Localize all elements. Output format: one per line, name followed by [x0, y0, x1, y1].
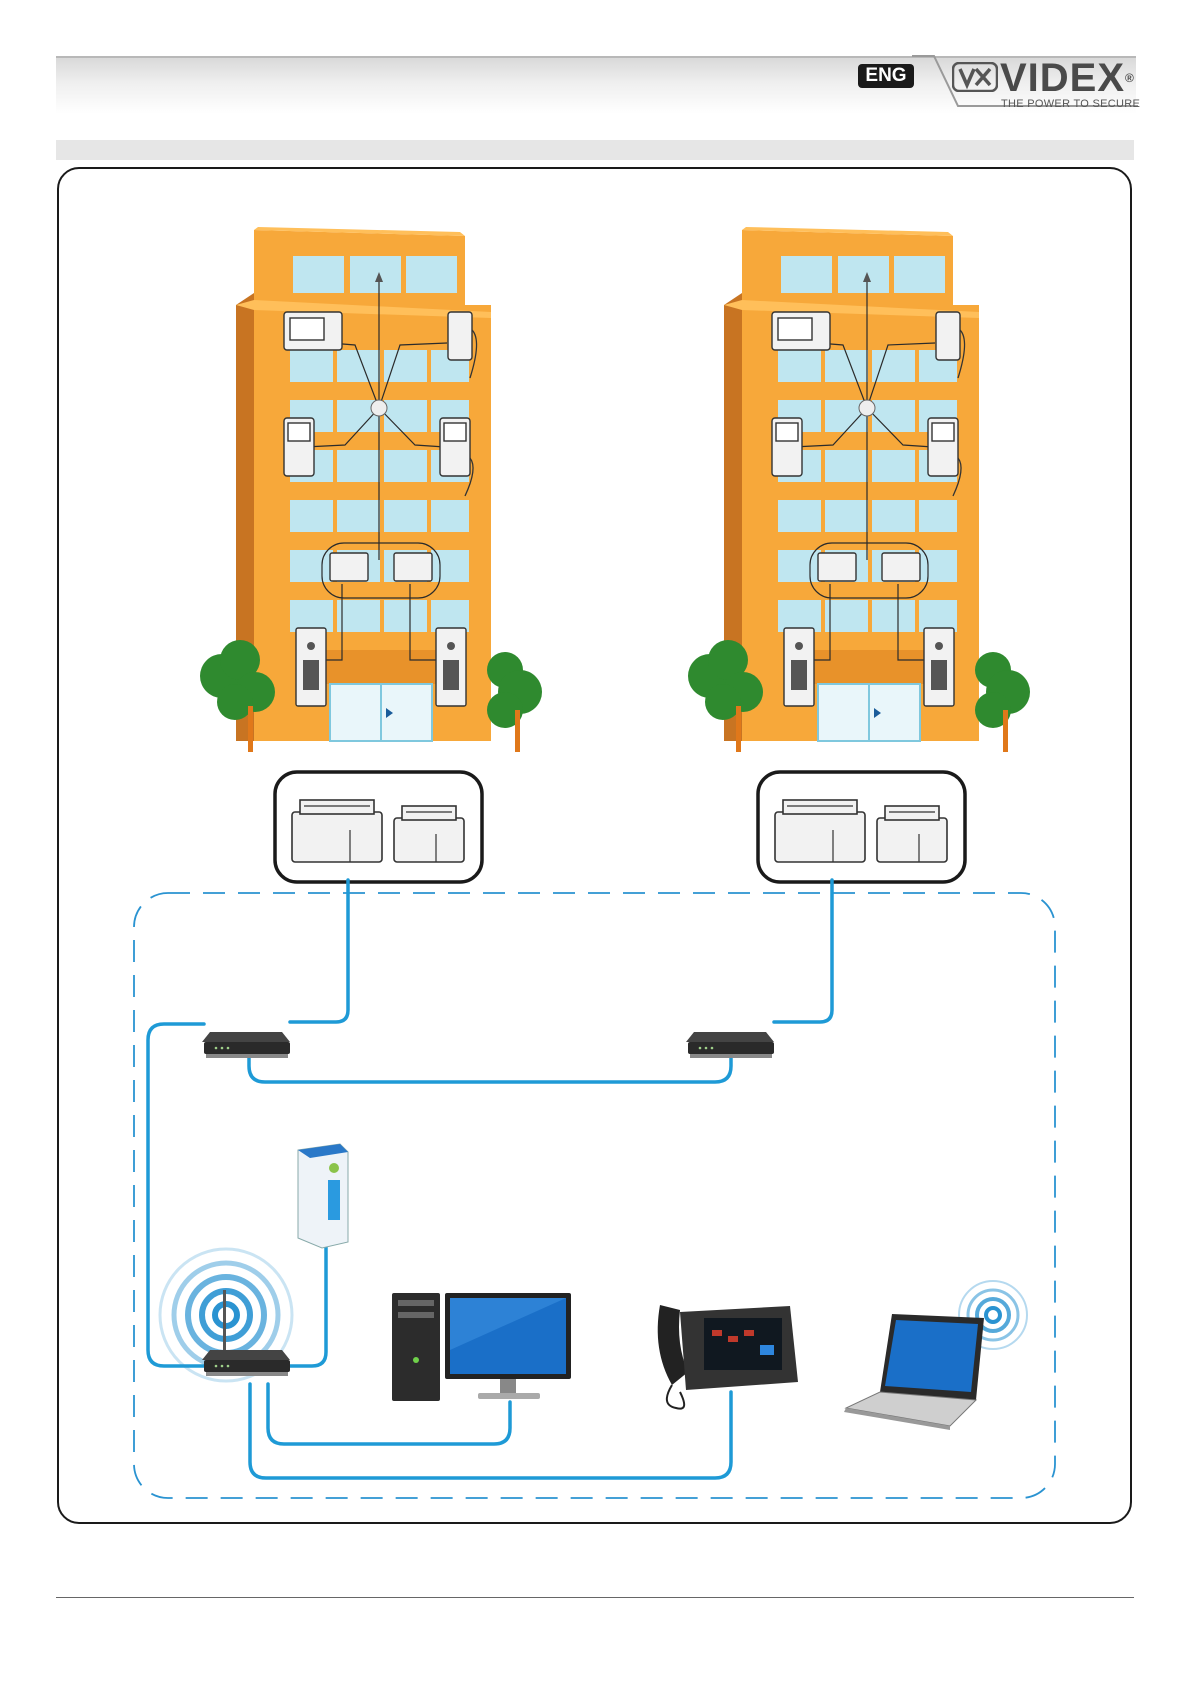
network-switch-right: [686, 1032, 774, 1058]
ip-gateway-module-right: [758, 772, 965, 882]
footer-divider: [56, 1597, 1134, 1598]
wireless-router: [160, 1249, 292, 1381]
wireless-laptop: [844, 1281, 1027, 1430]
sip-server: [298, 1144, 348, 1248]
building-right: [688, 227, 1030, 752]
ip-gateway-module-left: [275, 772, 482, 882]
ip-video-phone: [658, 1305, 798, 1409]
network-switch-left: [202, 1032, 290, 1058]
building-left: [200, 227, 542, 752]
desktop-pc: [392, 1293, 571, 1401]
network-cables: [148, 880, 832, 1478]
